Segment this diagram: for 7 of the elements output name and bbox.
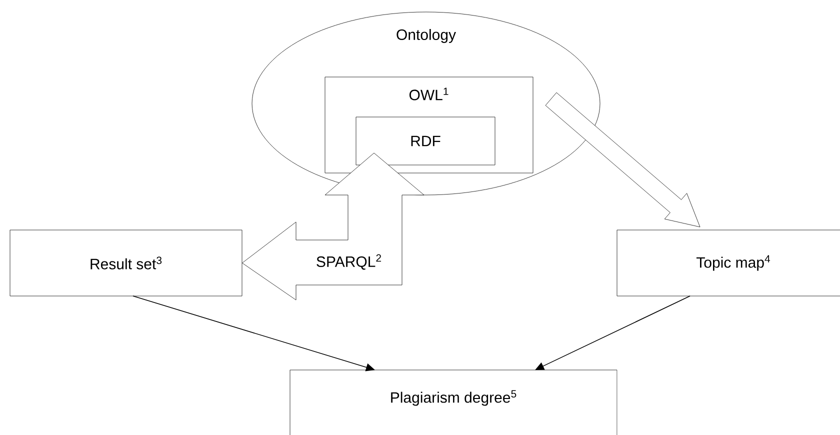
block-arrow <box>242 152 424 300</box>
process-box: RDF <box>356 116 496 166</box>
process-box: Topic map$^{4}$ <box>616 230 840 296</box>
block-arrow <box>545 92 700 228</box>
process-box: Plagiarism degree$^{5}$ <box>290 370 618 435</box>
edge-label: SPARQL$^{2}$ <box>316 254 381 270</box>
process-box: Result set$^{3}$ <box>10 230 242 296</box>
